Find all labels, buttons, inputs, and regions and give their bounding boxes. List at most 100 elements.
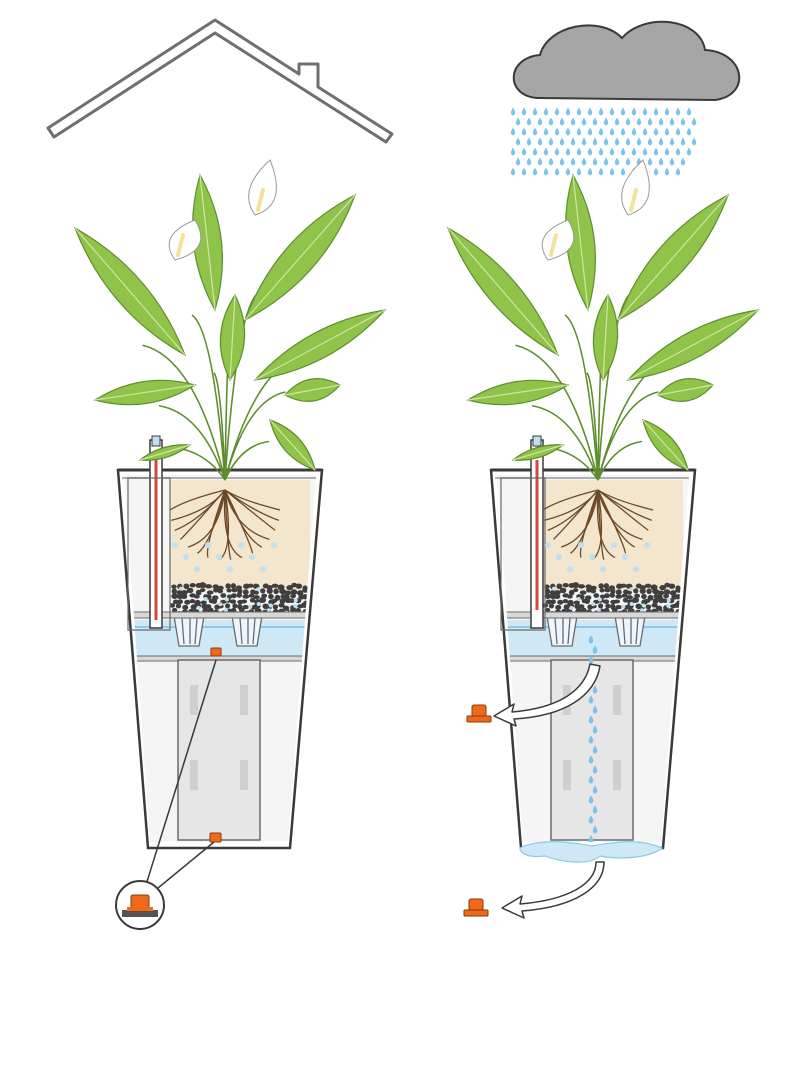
gravel-layer [169, 582, 310, 616]
gravel-stone [171, 588, 178, 595]
gravel-stone [253, 590, 259, 595]
water-bubble [249, 554, 255, 560]
gravel-stone [585, 584, 592, 589]
raindrop-icon [675, 127, 681, 136]
raindrop-icon [588, 635, 594, 644]
gravel-stone [615, 605, 623, 610]
gravel-stone [171, 584, 177, 589]
gravel-stone [605, 603, 611, 609]
gravel-stone [566, 594, 573, 599]
water-bubble [666, 598, 671, 603]
gravel-stone [171, 593, 178, 599]
gravel-stone [556, 583, 563, 590]
raindrop-icon [588, 775, 594, 784]
gravel-stone [260, 588, 266, 594]
raindrop-icon [669, 157, 675, 166]
gravel-stone [171, 607, 178, 613]
leaf-vein [642, 419, 689, 471]
gravel-stone [548, 603, 555, 609]
gravel-stone [184, 599, 191, 605]
raindrop-icon [647, 137, 653, 146]
raindrop-icon [620, 147, 626, 156]
gravel-stone [220, 593, 227, 598]
raindrop-icon [598, 107, 604, 116]
gravel-stone [183, 583, 190, 590]
gravel-stone [555, 604, 562, 610]
raindrop-icon [653, 167, 659, 176]
gravel-stone [657, 590, 665, 596]
leaf-vein [617, 194, 729, 321]
gravel-stone [643, 598, 651, 603]
raindrop-icon [532, 107, 538, 116]
gravel-stone [615, 594, 623, 599]
raindrop-icon [598, 167, 604, 176]
root [224, 489, 254, 554]
raindrop-icon [625, 157, 631, 166]
gravel-stone [266, 588, 273, 595]
leaf-vein [284, 384, 341, 396]
stem [531, 404, 599, 481]
gravel-stone [584, 598, 591, 605]
gravel-stone [261, 593, 268, 599]
raindrop-icon [537, 117, 543, 126]
raindrop-icon [565, 127, 571, 136]
water-bubble [567, 566, 573, 572]
raindrop-icon [653, 107, 659, 116]
gravel-stone [572, 588, 579, 593]
gravel-stone [641, 593, 647, 600]
gravel-stone [603, 593, 610, 599]
raindrop-icon [658, 117, 664, 126]
gravel-stone [639, 588, 646, 595]
raindrop-icon [521, 107, 527, 116]
water-bubble [591, 602, 596, 607]
gravel-stone [599, 594, 606, 599]
raindrop-icon [631, 147, 637, 156]
gravel-stone [279, 598, 286, 605]
raindrop-icon [658, 157, 664, 166]
raindrop-icon [669, 117, 675, 126]
raindrop-icon [581, 157, 587, 166]
raindrop-icon [588, 655, 594, 664]
raindrop-icon [526, 157, 532, 166]
gravel-stone [554, 593, 561, 600]
raindrop-icon [680, 117, 686, 126]
water-bubble [545, 542, 551, 548]
raindrop-icon [603, 137, 609, 146]
raindrop-icon [537, 157, 543, 166]
gravel-stone [562, 582, 569, 588]
raindrop-icon [521, 147, 527, 156]
water-bubble [622, 554, 628, 560]
water-bubble [589, 554, 595, 560]
leaf-vein [512, 444, 564, 461]
raindrop-icon [565, 107, 571, 116]
water-bubble [248, 604, 253, 609]
raindrop-icon [592, 745, 598, 754]
raindrop-icon [587, 107, 593, 116]
gravel-stone [651, 603, 658, 608]
raindrop-icon [680, 157, 686, 166]
raindrop-icon [548, 117, 554, 126]
water-bubble [621, 604, 626, 609]
stem [564, 314, 599, 481]
water-bubble [600, 566, 606, 572]
gravel-stone [586, 587, 592, 593]
water-bubble [260, 566, 266, 572]
leaf-vein [139, 444, 191, 461]
stem [224, 440, 270, 481]
gravel-stone [284, 590, 292, 596]
water-bubble [639, 608, 644, 613]
gravel-stone [247, 583, 254, 588]
raindrop-icon [614, 157, 620, 166]
leaf-vein [602, 294, 609, 381]
spadix [256, 188, 265, 212]
gravel-stone [242, 594, 250, 599]
raindrop-icon [592, 117, 598, 126]
leaf-vein [657, 384, 714, 396]
curved-arrow-icon [493, 663, 605, 919]
stem [586, 372, 599, 481]
raindrop-icon [642, 107, 648, 116]
gravel-stone [609, 592, 615, 598]
pot-outdoor [489, 435, 697, 863]
leaf-vein [74, 227, 186, 356]
raindrop-icon [588, 835, 594, 842]
